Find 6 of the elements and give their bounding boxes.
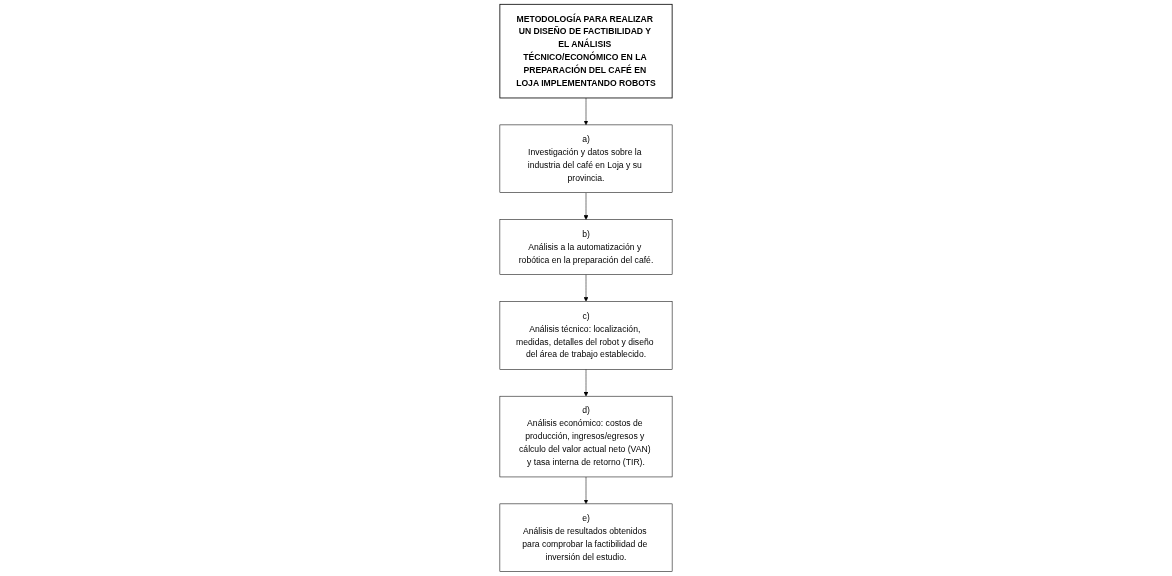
- node-box: d) Análisis económico: costos de producción, ingresos/egresos y cálculo del valor actual neto (VAN) y tasa interna de retorno (TIR).: [499, 395, 673, 478]
- node-box: e) Análisis de resultados obtenidos para comprobar la factibilidad de inversión del estudio.: [499, 503, 673, 572]
- node-box: a) Investigación y datos sobre la industria del café en Loja y su provincia.: [499, 124, 673, 193]
- node-box: c) Análisis técnico: localización, medidas, detalles del robot y diseño del área de trabajo establecido.: [499, 301, 673, 370]
- node-box: METODOLOGÍA PARA REALIZAR UN DISEÑO DE FACTIBILIDAD Y EL ANÁLISIS TÉCNICO/ECONÓMICO EN LA PREPARACIÓN DEL CAFÉ EN LOJA IMPLEMENTANDO ROBOTS: [499, 3, 673, 99]
- node-box: b) Análisis a la automatización y robótica en la preparación del café.: [499, 219, 673, 275]
